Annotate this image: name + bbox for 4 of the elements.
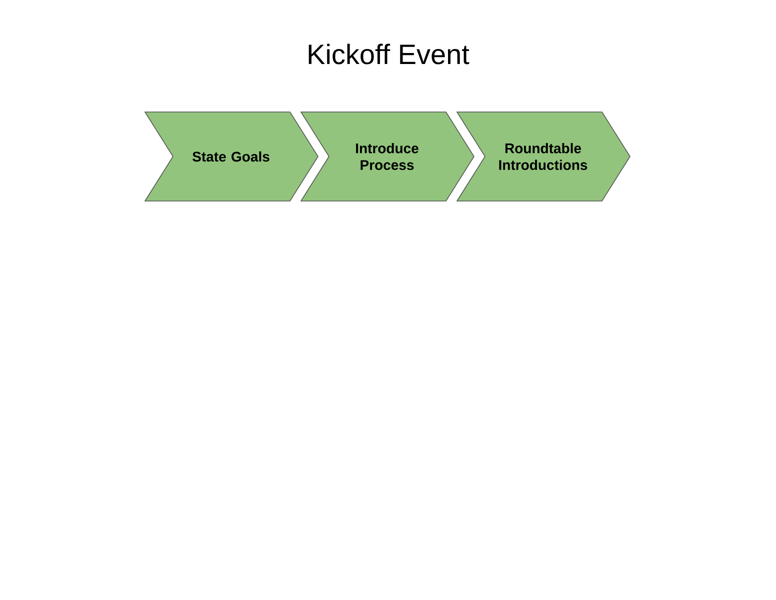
process-step: Introduce Process bbox=[300, 112, 474, 202]
title: Kickoff Event bbox=[308, 44, 470, 64]
process-step: State Goals bbox=[144, 112, 318, 202]
process-step: Roundtable Introductions bbox=[456, 112, 630, 202]
